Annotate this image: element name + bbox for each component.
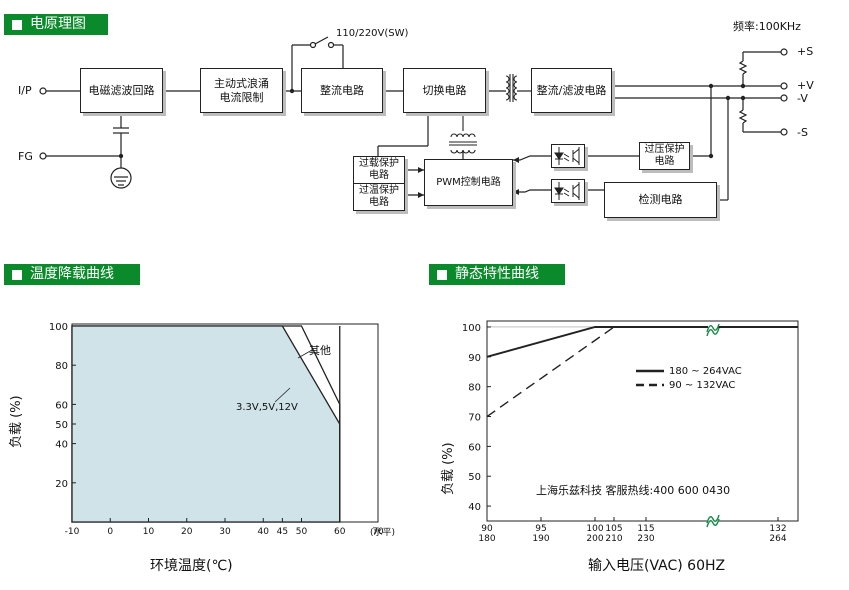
y-tick-label: 20 — [55, 479, 68, 490]
label-leader — [297, 349, 313, 359]
x-tick-label: 40 — [258, 527, 270, 537]
y-tick-label: 80 — [468, 383, 481, 394]
detect-block: 检测电路 — [604, 182, 717, 218]
legend-dashed-label: 90 ~ 132VAC — [669, 380, 736, 391]
optocoupler-icon — [551, 144, 585, 168]
x-tick-label: 132 — [769, 524, 786, 534]
y-tick-label: 100 — [49, 322, 68, 333]
derating-title: 温度降载曲线 — [30, 266, 114, 282]
y-tick-label: 50 — [55, 420, 68, 431]
x-tick-label-secondary: 180 — [478, 534, 495, 544]
ip-label: I/P — [18, 84, 32, 97]
inrush-limit-block: 主动式浪涌电流限制 — [200, 68, 283, 113]
x-tick-label-secondary: 210 — [605, 534, 622, 544]
output-plus-s: +S — [797, 45, 814, 58]
watermark-text: 上海乐兹科技 客服热线:400 600 0430 — [536, 484, 731, 497]
square-icon — [437, 269, 447, 280]
series-line-dashed — [486, 326, 798, 418]
x-tick-label: -10 — [65, 527, 80, 537]
plot-frame — [486, 320, 799, 522]
y-tick-label: 80 — [55, 361, 68, 372]
derating-label-other: 其他 — [309, 344, 331, 357]
x-tick-label: 0 — [107, 527, 113, 537]
frequency-label: 频率:100KHz — [733, 20, 801, 33]
rectifier-filter-block: 整流/滤波电路 — [531, 68, 612, 113]
square-icon — [12, 19, 22, 30]
axis-break-icon — [706, 513, 720, 528]
x-tick-label: 10 — [143, 527, 155, 537]
x-tick-label: 105 — [605, 524, 622, 534]
static-ylabel: 负载 (%) — [441, 442, 456, 495]
x-tick-label-secondary: 264 — [769, 534, 786, 544]
axis-break-stroke — [706, 323, 720, 333]
otp-block: 过温保护电路 — [353, 183, 405, 211]
y-tick-label: 50 — [468, 472, 481, 483]
x-tick-label: 100 — [586, 524, 603, 534]
series-line-solid — [486, 325, 798, 358]
x-tick-label: 90 — [481, 524, 493, 534]
rectifier-block: 整流电路 — [301, 68, 383, 113]
fg-label: FG — [18, 150, 33, 163]
x-tick-label-secondary: 230 — [637, 534, 654, 544]
pwm-block: PWM控制电路 — [424, 159, 513, 206]
derating-header: 温度降载曲线 — [4, 264, 140, 285]
y-tick-label: 60 — [55, 400, 68, 411]
derating-x-unit: (水平) — [370, 528, 396, 538]
x-tick-label-secondary: 190 — [532, 534, 549, 544]
output-plus-v: +V — [797, 79, 814, 92]
x-tick-label: 50 — [296, 527, 308, 537]
output-minus-v: -V — [797, 92, 808, 105]
switching-block: 切换电路 — [403, 68, 486, 113]
x-tick-label: 20 — [181, 527, 193, 537]
legend-solid-label: 180 ~ 264VAC — [669, 366, 742, 377]
axis-break-icon — [706, 321, 720, 337]
x-tick-label: 30 — [219, 527, 231, 537]
schematic-header: 电原理图 — [4, 14, 108, 35]
x-tick-label: 60 — [334, 527, 346, 537]
static-xlabel: 输入电压(VAC) 60HZ — [588, 558, 726, 574]
x-tick-label: 70 — [372, 527, 384, 537]
y-tick-label: 100 — [462, 323, 481, 334]
x-tick-label: 45 — [277, 527, 288, 537]
x-tick-label-secondary: 200 — [586, 534, 603, 544]
optocoupler-icon — [551, 179, 585, 203]
y-tick-label: 40 — [468, 502, 481, 513]
static-header: 静态特性曲线 — [429, 264, 565, 285]
square-icon — [12, 269, 22, 280]
axis-break-stroke — [706, 327, 720, 337]
ovp-block: 过压保护电路 — [639, 142, 690, 170]
y-tick-label: 90 — [468, 353, 481, 364]
emi-filter-block: 电磁滤波回路 — [80, 68, 163, 113]
label-leader — [274, 387, 291, 403]
axis-break-stroke — [706, 518, 720, 528]
static-title: 静态特性曲线 — [455, 266, 539, 282]
y-tick-label: 60 — [468, 442, 481, 453]
schematic-wires — [39, 36, 788, 201]
y-tick-label: 40 — [55, 440, 68, 451]
derating-label-models: 3.3V,5V,12V — [236, 402, 298, 413]
switch-label: 110/220V(SW) — [336, 28, 409, 39]
x-tick-label: 95 — [535, 524, 546, 534]
x-tick-label: 115 — [637, 524, 654, 534]
y-tick-label: 70 — [468, 413, 481, 424]
axis-break-stroke — [706, 514, 720, 524]
output-minus-s: -S — [797, 126, 808, 139]
derating-xlabel: 环境温度(℃) — [150, 558, 233, 574]
schematic-title: 电原理图 — [30, 16, 86, 32]
